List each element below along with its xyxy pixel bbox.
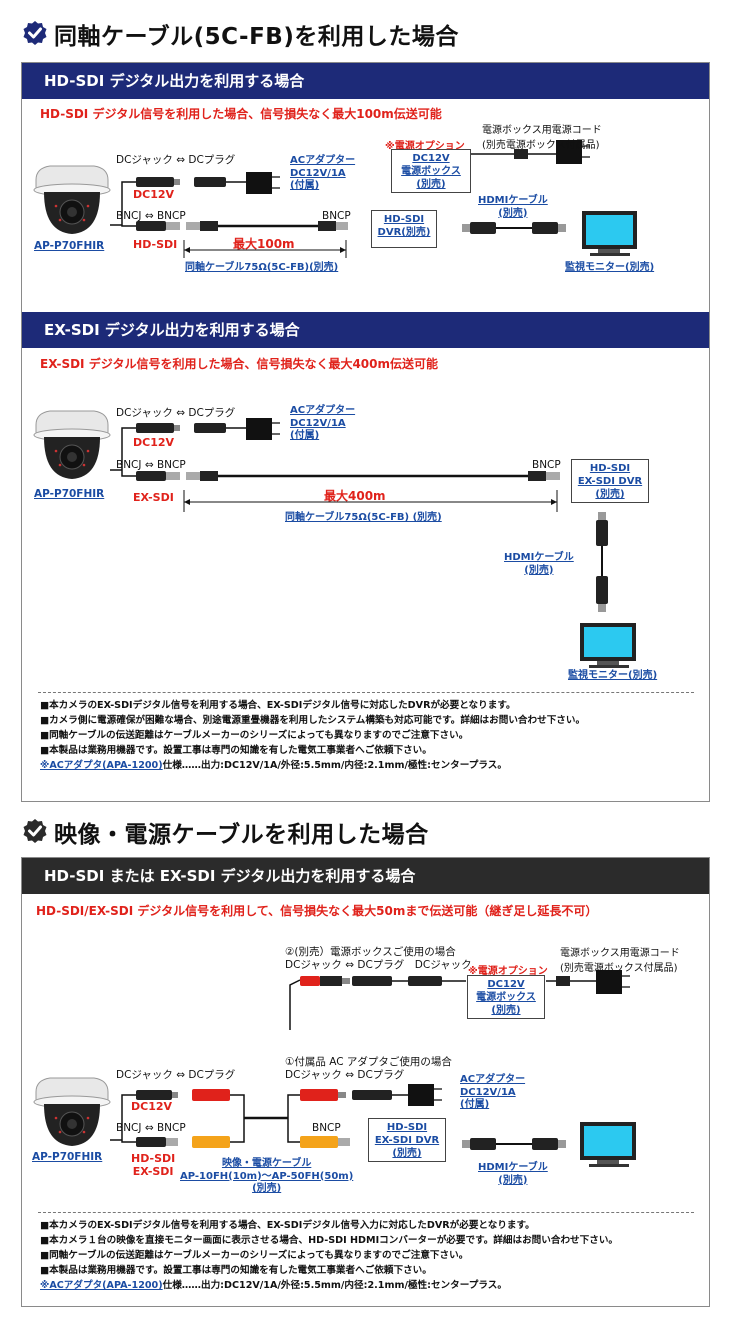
dome-camera-icon — [33, 165, 111, 234]
notes-divider — [38, 1212, 694, 1213]
hd-sdi-output-label: HD-SDI — [133, 238, 178, 251]
power-plug-icon — [246, 418, 280, 440]
section-2-header: HD-SDI または EX-SDI デジタル出力を利用する場合 — [22, 858, 709, 894]
note-item: ■本カメラのEX-SDIデジタル信号を利用する場合、EX-SDIデジタル信号に対… — [40, 700, 516, 711]
dome-camera-icon — [33, 1077, 111, 1146]
ex-max-distance: 最大400m — [324, 489, 386, 503]
hd-monitor-label: 監視モニター(別売) — [565, 262, 655, 273]
ex-coax-cable-label: 同軸ケーブル75Ω(5C-FB) (別売) — [285, 512, 442, 523]
hd-sdi-subtitle: HD-SDI デジタル信号を利用した場合、信号損失なく最大100m伝送可能 — [40, 107, 442, 121]
power-plug-icon — [556, 140, 590, 164]
ac-adapter-spec: 仕様……出力:DC12V/1A/外径:5.5mm/内径:2.1mm/極性:センタ… — [162, 1280, 507, 1291]
option-1-connectors: DCジャック ⇔ DCプラグ — [285, 1069, 405, 1081]
section-2-title: 映像・電源ケーブルを利用した場合 — [54, 822, 429, 848]
av-power-option-label: ※電源オプション — [468, 966, 548, 977]
monitor-icon — [580, 623, 636, 668]
power-plug-icon — [246, 172, 280, 194]
av-power-cord-label: 電源ボックス用電源コード(別売電源ボックス付属品) — [560, 948, 680, 974]
option-2-connectors: DCジャック ⇔ DCプラグ DCジャック — [285, 959, 472, 971]
note-item: ■同軸ケーブルの伝送距離はケーブルメーカーのシリーズによっても異なりますのでご注… — [40, 730, 469, 741]
note-item: ■カメラ側に電源確保が困難な場合、別途電源重畳機器を利用したシステム構築も対応可… — [40, 715, 586, 726]
hd-coax-cable-label: 同軸ケーブル75Ω(5C-FB)(別売) — [185, 262, 339, 273]
ex-monitor-label: 監視モニター(別売) — [568, 670, 658, 681]
note-item: ■本製品は業務用機器です。設置工事は専門の知識を有した電気工事業者へご依頼下さい… — [40, 745, 432, 756]
option-2-label: ②(別売）電源ボックスご使用の場合 — [285, 946, 456, 958]
hd-camera-model: AP-P70FHIR — [34, 240, 105, 252]
hd-hdmi-cable-label: HDMIケーブル(別売) — [478, 195, 548, 219]
check-badge-icon — [23, 819, 47, 843]
ex-bncp-label: BNCP — [532, 459, 561, 471]
dome-camera-icon — [33, 410, 111, 479]
section-2-subtitle: HD-SDI/EX-SDI デジタル信号を利用して、信号損失なく最大50mまで伝… — [36, 904, 598, 918]
ex-dc12v-label: DC12V — [133, 436, 175, 449]
ex-sdi-header: EX-SDI デジタル出力を利用する場合 — [22, 312, 709, 348]
power-plug-icon — [408, 1084, 442, 1106]
ac-adapter-link[interactable]: ※ACアダプタ(APA-1200) — [40, 1280, 163, 1291]
ex-bncj-bncp-label: BNCJ ⇔ BNCP — [116, 459, 186, 471]
hd-sdi-header: HD-SDI デジタル出力を利用する場合 — [22, 63, 709, 99]
monitor-icon — [580, 1122, 636, 1167]
section-1-notes: ■本カメラのEX-SDIデジタル信号を利用する場合、EX-SDIデジタル信号に対… — [40, 698, 585, 773]
note-item: ■本カメラ１台の映像を直接モニター画面に表示させる場合、HD-SDI HDMIコ… — [40, 1235, 619, 1246]
ex-sdi-output-label: EX-SDI — [133, 491, 174, 504]
section-2-notes: ■本カメラのEX-SDIデジタル信号を利用する場合、EX-SDIデジタル信号入力… — [40, 1218, 618, 1293]
av-hdmi-cable-label: HDMIケーブル(別売) — [478, 1162, 548, 1186]
ex-hdmi-cable-label: HDMIケーブル(別売) — [504, 552, 574, 576]
av-bncp-label: BNCP — [312, 1122, 341, 1134]
hd-bncj-bncp-label: BNCJ ⇔ BNCP — [116, 210, 186, 222]
av-bncj-bncp-label: BNCJ ⇔ BNCP — [116, 1122, 186, 1134]
monitor-icon — [582, 211, 637, 256]
ac-adapter-spec: 仕様……出力:DC12V/1A/外径:5.5mm/内径:2.1mm/極性:センタ… — [162, 760, 507, 771]
power-plug-icon — [596, 970, 630, 994]
note-item: ■本製品は業務用機器です。設置工事は専門の知識を有した電気工事業者へご依頼下さい… — [40, 1265, 432, 1276]
av-camera-model: AP-P70FHIR — [32, 1151, 103, 1163]
ex-sdi-subtitle: EX-SDI デジタル信号を利用した場合、信号損失なく最大400m伝送可能 — [40, 357, 439, 371]
coax-panel: HD-SDI デジタル出力を利用する場合 EX-SDI デジタル出力を利用する場… — [21, 62, 710, 802]
av-power-panel: HD-SDI または EX-SDI デジタル出力を利用する場合 — [21, 857, 710, 1307]
av-dc-jack-plug-label: DCジャック ⇔ DCプラグ — [116, 1069, 236, 1081]
hd-dc-jack-plug-label: DCジャック ⇔ DCプラグ — [116, 154, 236, 166]
ex-dc-jack-plug-label: DCジャック ⇔ DCプラグ — [116, 407, 236, 419]
hd-max-distance: 最大100m — [233, 237, 295, 251]
hd-dc12v-label: DC12V — [133, 188, 175, 201]
av-dc12v-label: DC12V — [131, 1100, 173, 1113]
section-1-title: 同軸ケーブル(5C-FB)を利用した場合 — [54, 24, 459, 50]
ac-adapter-link[interactable]: ※ACアダプタ(APA-1200) — [40, 760, 163, 771]
hd-power-cord-label: 電源ボックス用電源コード(別売電源ボックス付属品) — [482, 125, 602, 151]
hd-bncp-label: BNCP — [322, 210, 351, 222]
check-badge-icon — [23, 21, 47, 45]
ex-camera-model: AP-P70FHIR — [34, 488, 105, 500]
hd-power-option-label: ※電源オプション — [385, 141, 465, 152]
note-item: ■同軸ケーブルの伝送距離はケーブルメーカーのシリーズによっても異なりますのでご注… — [40, 1250, 469, 1261]
option-1-label: ①付属品 AC アダプタご使用の場合 — [285, 1056, 452, 1068]
notes-divider — [38, 692, 694, 693]
note-item: ■本カメラのEX-SDIデジタル信号を利用する場合、EX-SDIデジタル信号入力… — [40, 1220, 535, 1231]
